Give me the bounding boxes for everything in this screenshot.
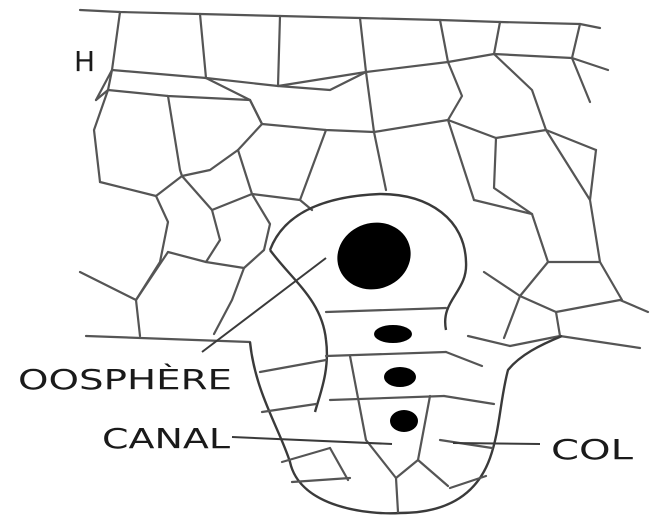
canal-nucleus-3: [390, 410, 418, 432]
label-oosphere: OOSPHÈRE: [18, 362, 232, 396]
col-leader-line: [453, 443, 540, 444]
canal-nucleus-2: [384, 367, 416, 387]
label-h: H: [74, 45, 95, 78]
canal-leader-line: [232, 437, 392, 444]
label-canal: CANAL: [102, 422, 231, 455]
oosphere-nucleus: [329, 213, 420, 299]
canal-nucleus-1: [374, 325, 412, 343]
tissue-cell-network: [80, 10, 648, 348]
label-col: COL: [551, 433, 634, 466]
oosphere-leader-line: [202, 258, 326, 352]
